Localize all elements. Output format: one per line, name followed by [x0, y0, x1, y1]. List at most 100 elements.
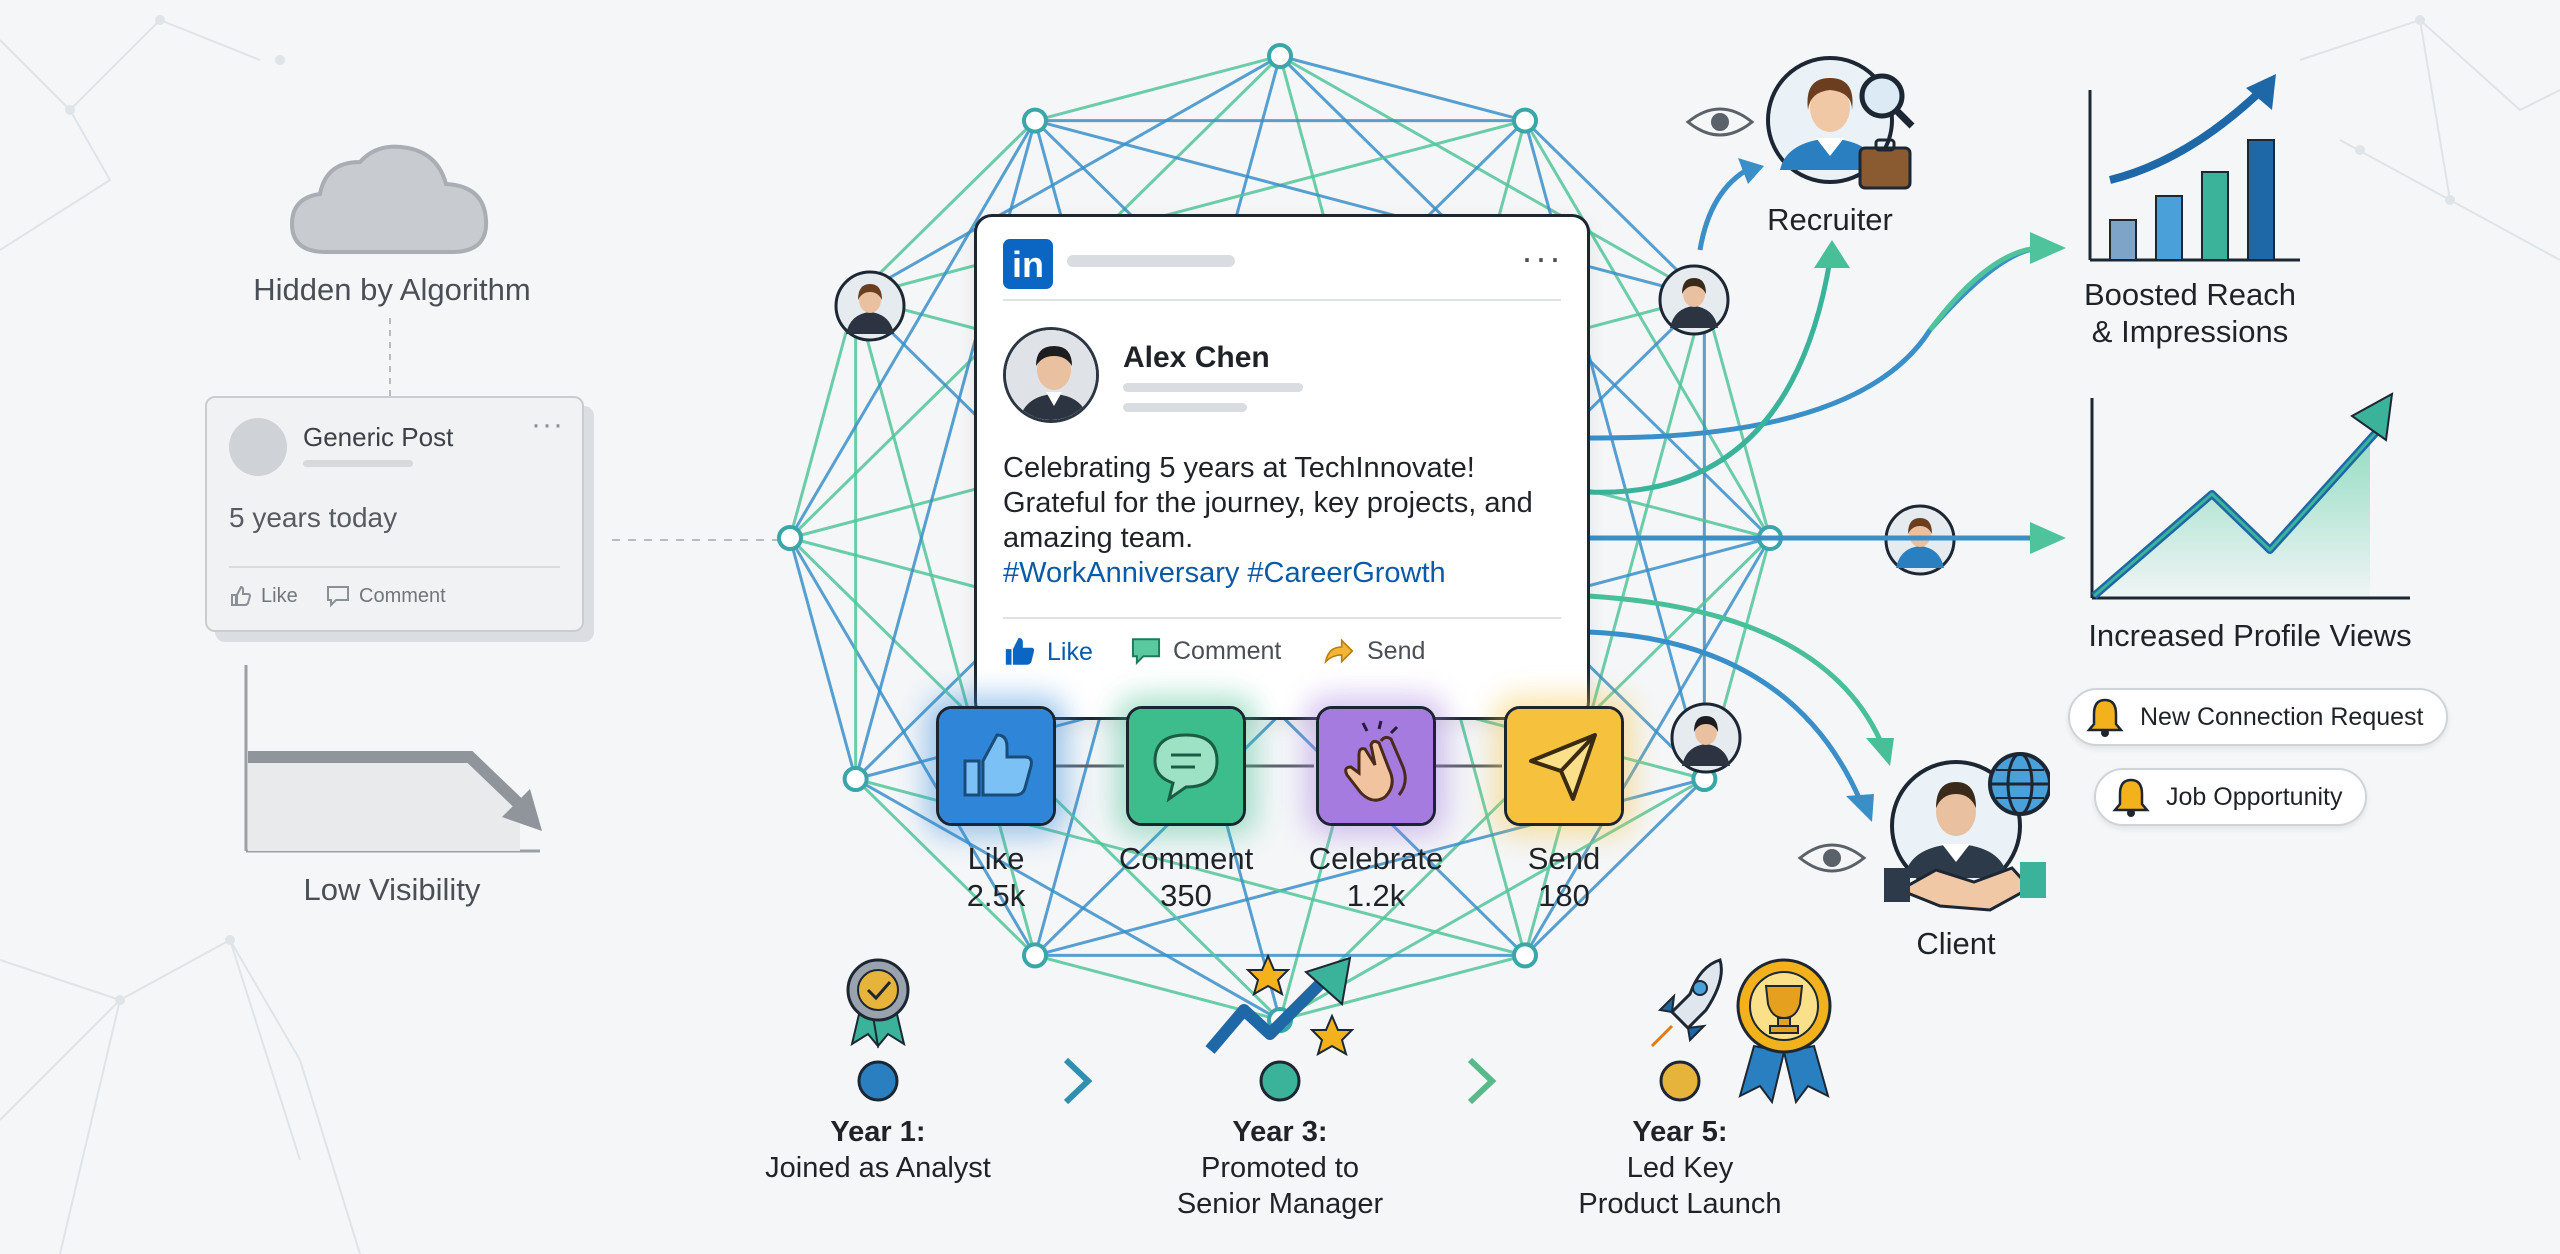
author-name[interactable]: Alex Chen	[1123, 341, 1270, 374]
network-edge	[788, 537, 1037, 957]
reaction-count: 2.5k	[966, 878, 1026, 913]
thumbs-up-icon	[231, 585, 252, 606]
network-node	[1512, 107, 1538, 134]
notification-job-opportunity[interactable]: Job Opportunity	[2094, 768, 2367, 826]
notification-new-connection[interactable]: New Connection Request	[2068, 688, 2448, 746]
network-edge	[854, 777, 1281, 1022]
thumbs-up-icon	[1005, 637, 1035, 665]
timeline-milestone: Year 5: Led Key Product Launch	[1520, 1114, 1840, 1222]
eye-icon	[1685, 107, 1755, 137]
linkedin-logo-icon: in	[1003, 239, 1053, 289]
notification-text: New Connection Request	[2140, 702, 2424, 731]
like-label: Like	[1047, 637, 1093, 666]
comment-action[interactable]: Comment	[1129, 635, 1281, 667]
rocket-icon	[1650, 958, 1723, 1048]
comment-icon	[327, 586, 349, 608]
network-edge	[1523, 296, 1706, 956]
eye-icon	[1797, 843, 1867, 873]
generic-post-body: 5 years today	[229, 502, 398, 533]
alex-chen-avatar[interactable]	[1003, 327, 1099, 423]
comment-label: Comment	[1173, 636, 1282, 665]
dashed-connector	[389, 318, 391, 398]
network-edge	[1279, 777, 1706, 1022]
network-edge	[1279, 54, 1706, 299]
generic-post-title: Generic Post	[303, 422, 454, 452]
network-edge	[1523, 777, 1706, 957]
client-label: Client	[1916, 926, 1996, 961]
low-visibility-chart-icon	[244, 665, 542, 853]
comment-bubble-icon	[1129, 709, 1243, 823]
reaction-name: Celebrate	[1308, 841, 1444, 876]
award-badge-icon	[846, 958, 910, 1049]
share-arrow-icon	[1324, 638, 1354, 665]
boosted-reach-label: Boosted Reach & Impressions	[2084, 277, 2296, 349]
network-edge	[854, 119, 1037, 299]
more-options-icon[interactable]: ···	[1521, 237, 1563, 278]
reaction-tile-send[interactable]	[1504, 706, 1624, 826]
trophy-medal-icon	[1736, 958, 1832, 1105]
reaction-count: 1.2k	[1346, 878, 1406, 913]
network-node	[1512, 942, 1538, 969]
generic-avatar	[229, 418, 287, 476]
network-edge	[1034, 54, 1281, 123]
send-action[interactable]: Send	[1321, 635, 1425, 667]
clapping-hands-icon	[1319, 709, 1433, 823]
milestone-year: Year 1:	[830, 1116, 926, 1148]
connection-avatar	[1658, 264, 1730, 336]
reaction-tile-comment[interactable]	[1126, 706, 1246, 826]
reaction-tile-like[interactable]	[936, 706, 1056, 826]
generic-post-subline	[303, 460, 413, 467]
recruiter-icon	[1766, 56, 1915, 190]
timeline-milestone: Year 1: Joined as Analyst	[718, 1114, 1038, 1186]
thumbs-up-icon	[939, 709, 1053, 823]
network-edge	[1279, 953, 1526, 1022]
connection-avatar	[1670, 702, 1742, 774]
linkedin-post-card[interactable]: in ··· Alex Chen Celebrating 5 years at …	[974, 214, 1590, 720]
divider	[1003, 299, 1561, 301]
network-edge	[1523, 119, 1772, 539]
notification-text: Job Opportunity	[2166, 782, 2343, 811]
network-edge	[854, 296, 1037, 956]
network-node	[1022, 107, 1048, 134]
network-edge	[854, 54, 1281, 299]
comment-icon	[1131, 638, 1161, 666]
milestone-description: Promoted to Senior Manager	[1176, 1152, 1384, 1220]
reaction-tile-celebrate[interactable]	[1316, 706, 1436, 826]
more-options-icon: ···	[531, 408, 564, 441]
divider	[1003, 617, 1561, 619]
reaction-count: 350	[1160, 878, 1212, 913]
paper-plane-icon	[1507, 709, 1621, 823]
milestone-description: Joined as Analyst	[765, 1152, 991, 1184]
network-edge	[788, 119, 1037, 539]
network-edge	[788, 537, 858, 780]
milestone-description: Led Key Product Launch	[1578, 1152, 1782, 1220]
generic-comment-label: Comment	[359, 584, 446, 607]
network-edge	[1279, 54, 1526, 123]
post-hashtags[interactable]: #WorkAnniversary #CareerGrowth	[1003, 557, 1446, 589]
recruiter-label: Recruiter	[1767, 202, 1893, 237]
bar-chart-icon	[2088, 74, 2300, 262]
bell-icon	[2112, 778, 2150, 817]
network-edge	[1523, 537, 1772, 957]
divider	[229, 566, 560, 568]
reaction-count: 180	[1538, 878, 1590, 913]
client-icon	[1884, 752, 2050, 912]
profile-photo-icon	[1006, 330, 1096, 420]
cloud-icon	[289, 144, 489, 254]
hidden-by-algorithm-label: Hidden by Algorithm	[253, 272, 531, 307]
network-edge	[855, 119, 1526, 299]
dashed-connector	[612, 539, 792, 541]
connection-avatar	[834, 270, 906, 342]
author-subline	[1123, 403, 1247, 412]
milestone-year: Year 5:	[1632, 1116, 1728, 1148]
timeline-milestone: Year 3:Promoted to Senior Manager	[1120, 1114, 1440, 1222]
network-node	[1022, 942, 1048, 969]
post-body: Celebrating 5 years at TechInnovate! Gra…	[1003, 451, 1573, 591]
author-subline	[1123, 383, 1303, 392]
like-action[interactable]: Like	[1003, 635, 1093, 669]
